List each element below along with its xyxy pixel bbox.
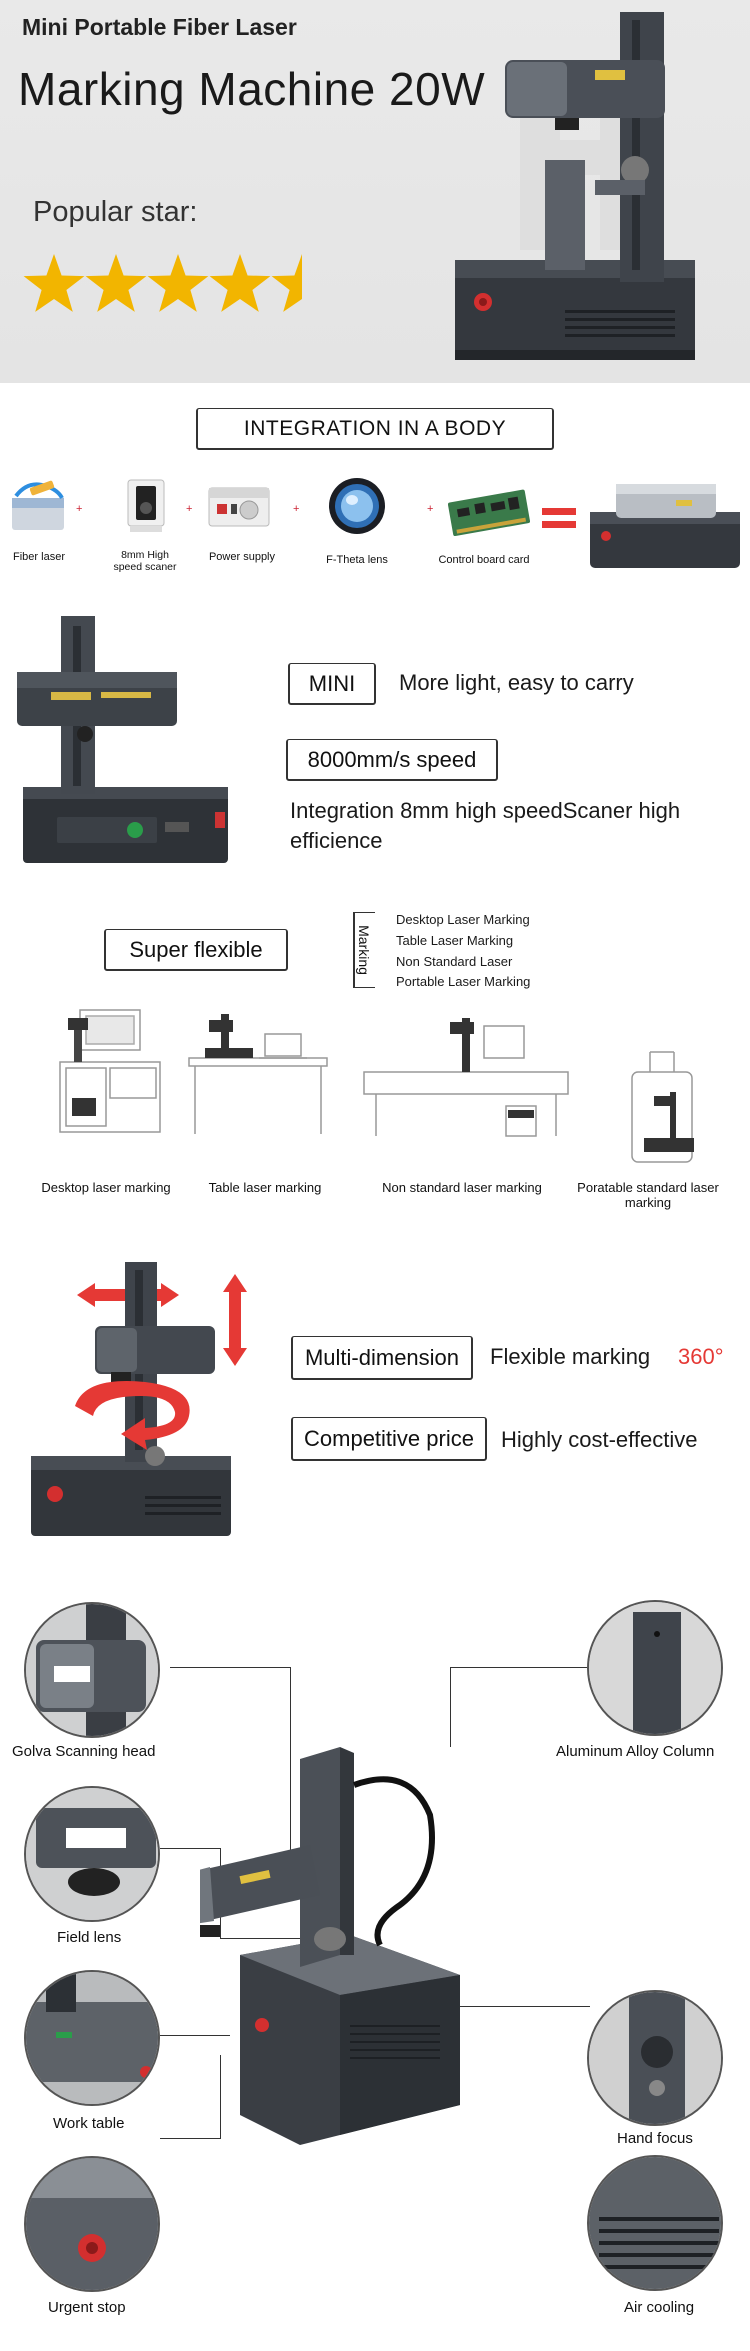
star-icon (147, 254, 209, 312)
multi-dimension-tag: Multi-dimension (291, 1336, 473, 1380)
hand-focus-detail-image (587, 1990, 723, 2126)
star-icon (23, 254, 85, 312)
work-table-detail-image (24, 1970, 160, 2106)
connector-line (450, 1667, 587, 1668)
connector-line (450, 1667, 451, 1747)
machine-front-image (17, 616, 228, 863)
connector-line (170, 1667, 290, 1668)
fiber-laser-label: Fiber laser (13, 551, 65, 563)
mini-tag: MINI (288, 663, 376, 705)
mini-text: More light, easy to carry (399, 670, 634, 695)
marking-vertical-wrap: Marking (353, 912, 375, 988)
part-label-work-table: Work table (53, 2115, 125, 2132)
part-label-hand-focus: Hand focus (617, 2130, 693, 2147)
popular-label: Popular star: (33, 196, 198, 228)
equals-sign-top (542, 508, 576, 515)
power-supply-image (208, 487, 270, 527)
part-label-column: Aluminum Alloy Column (556, 1743, 715, 1760)
connector-line (420, 2006, 590, 2007)
flexible-marking-text: Flexible marking (490, 1344, 651, 1369)
control-board-label: Control board card (438, 554, 530, 566)
star-rating (23, 254, 302, 312)
mode-item: Desktop Laser Marking (396, 912, 530, 927)
connector-line (290, 1667, 291, 1877)
machine-rotation-image (31, 1262, 247, 1536)
part-label-scanning-head: Golva Scanning head (12, 1743, 156, 1760)
machine-main-image (200, 1747, 460, 2145)
competitive-price-tag: Competitive price (291, 1417, 487, 1461)
connector-line (220, 2055, 221, 2139)
scanner-image (127, 479, 165, 532)
plus-sign: + (427, 503, 434, 515)
field-lens-detail-image (24, 1786, 160, 1922)
f-theta-lens-image (329, 478, 385, 534)
portable-scene-image (631, 1051, 694, 1163)
table-scene-image (188, 1014, 328, 1134)
mode-item: Non Standard Laser (396, 954, 513, 969)
scene-label: Table laser marking (208, 1180, 322, 1195)
assembled-machine-image (590, 484, 740, 568)
urgent-stop-detail-image (24, 2156, 160, 2292)
f-theta-lens-label: F-Theta lens (326, 554, 388, 566)
speed-text: Integration 8mm high speedScaner high ef… (290, 798, 681, 853)
marking-vertical-label: Marking (356, 925, 373, 975)
air-cooling-detail-image (587, 2155, 723, 2291)
super-flexible-tag: Super flexible (104, 929, 288, 971)
scene-label: Poratable standard laser marking (577, 1180, 719, 1210)
desktop-scene-image (59, 1009, 161, 1133)
hero-title: Marking Machine 20W (18, 63, 486, 115)
star-icon (209, 254, 271, 312)
plus-sign: + (293, 503, 300, 515)
degree-text: 360° (678, 1344, 724, 1369)
speed-tag: 8000mm/s speed (286, 739, 498, 781)
equals-sign-bottom (542, 521, 576, 528)
non-standard-scene-image (363, 1018, 569, 1137)
column-detail-image (587, 1600, 723, 1736)
connector-line (160, 2035, 230, 2036)
power-supply-label: Power supply (208, 551, 276, 563)
star-icon (85, 254, 147, 312)
fiber-laser-image (12, 480, 64, 530)
part-label-urgent-stop: Urgent stop (48, 2299, 126, 2316)
connector-line (160, 1848, 220, 1849)
mode-item: Portable Laser Marking (396, 974, 531, 989)
marking-bracket (353, 912, 375, 988)
control-board-image (448, 489, 530, 537)
plus-sign: + (186, 503, 193, 515)
cost-effective-text: Highly cost-effective (501, 1427, 698, 1452)
scene-label: Desktop laser marking (41, 1180, 171, 1195)
connector-line (220, 1938, 310, 1939)
plus-sign: + (76, 503, 83, 515)
part-label-air-cooling: Air cooling (624, 2299, 695, 2316)
scanning-head-detail-image (24, 1602, 160, 1738)
integration-heading: INTEGRATION IN A BODY (196, 408, 554, 450)
mode-item: Table Laser Marking (396, 933, 514, 948)
star-icon (271, 254, 302, 312)
hero-subtitle: Mini Portable Fiber Laser (22, 14, 297, 40)
scene-label: Non standard laser marking (382, 1180, 542, 1195)
part-label-field-lens: Field lens (57, 1929, 122, 1946)
hero-machine-image (455, 12, 695, 360)
connector-line (160, 2138, 220, 2139)
scanner-label: 8mm High speed scaner (113, 549, 177, 573)
